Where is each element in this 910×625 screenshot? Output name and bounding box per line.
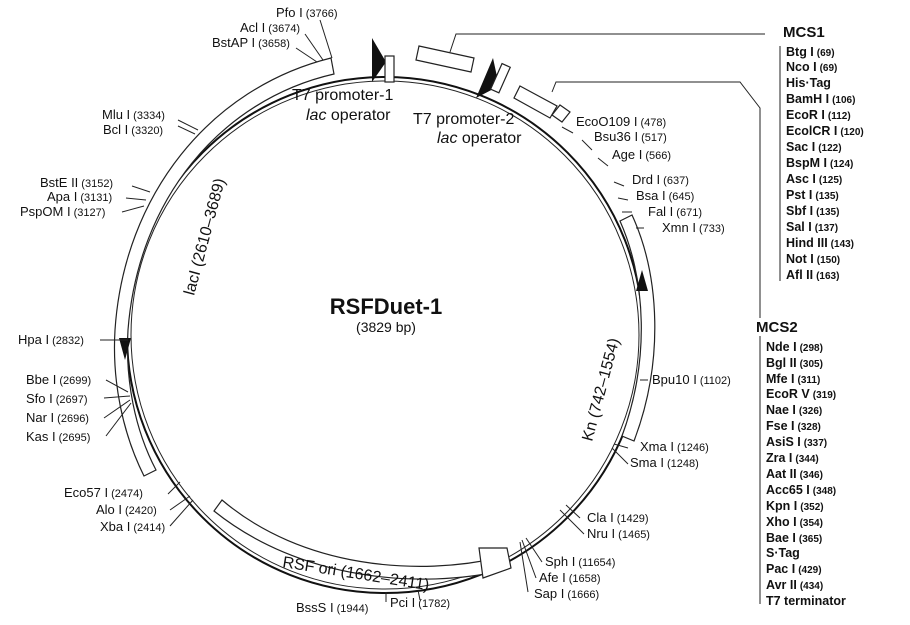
site-label: Xba I(2414) (100, 519, 165, 534)
promoter2-box (513, 85, 558, 119)
mcs2-item: Xho I(354) (766, 515, 823, 529)
mcs2-title: MCS2 (756, 319, 798, 336)
site-ticks (100, 19, 648, 602)
laci-arrow (119, 338, 131, 360)
t7-promoter-1-arrowhead (372, 38, 386, 82)
site-label: BstAP I(3658) (212, 35, 290, 50)
mcs1-item: Hind III(143) (786, 236, 854, 250)
mcs2-item: T7 terminator (766, 594, 846, 608)
mcs1-title: MCS1 (783, 24, 825, 41)
laci-feature-box (113, 57, 335, 477)
mcs2-item: Bgl II(305) (766, 356, 823, 370)
site-label: Eco57 I(2474) (64, 485, 143, 500)
site-label: Bbe I(2699) (26, 372, 91, 387)
mcs2-item: Fse I(328) (766, 419, 821, 433)
site-label: Age I(566) (612, 147, 671, 162)
site-label: Bsu36 I(517) (594, 129, 667, 144)
mcs1-item: Afl II(163) (786, 268, 839, 282)
lac-operator-2-label: lac operator (437, 130, 522, 147)
t7-promoter-1-label: T7 promoter-1 (292, 87, 393, 104)
mcs1-item: Not I(150) (786, 252, 840, 266)
mcs1-item: EcoR I(112) (786, 108, 851, 122)
mcs2-item: Pac I(429) (766, 562, 822, 576)
site-label: Sma I(1248) (630, 455, 699, 470)
mcs1-item: BamH I(106) (786, 92, 855, 106)
mcs1-item: Nco I(69) (786, 60, 837, 74)
site-labels: Pfo I(3766) Acl I(3674) BstAP I(3658) Ml… (18, 5, 731, 615)
mcs2-item: Nde I(298) (766, 340, 823, 354)
mcs2-item: Kpn I(352) (766, 499, 824, 513)
mcs2-list: Nde I(298) Bgl II(305) Mfe I(311) EcoR V… (766, 340, 846, 608)
site-label: Bsa I(645) (636, 188, 694, 203)
rsf-ori-arrow (478, 547, 512, 579)
kn-arrow (636, 270, 648, 291)
site-label: Sfo I(2697) (26, 391, 88, 406)
site-label: Xma I(1246) (640, 439, 709, 454)
mcs2-item: Zra I(344) (766, 451, 819, 465)
mcs1-item: Sac I(122) (786, 140, 842, 154)
site-label: Hpa I(2832) (18, 332, 84, 347)
mcs2-item: AsiS I(337) (766, 435, 827, 449)
mcs2-item: Avr II(434) (766, 578, 823, 592)
site-label: Bcl I(3320) (103, 122, 163, 137)
mcs2-item: S·Tag (766, 546, 800, 560)
site-label: Alo I(2420) (96, 502, 157, 517)
site-label: Nar I(2696) (26, 410, 89, 425)
site-label: Pfo I(3766) (276, 5, 338, 20)
mcs1-item: EcolCR I(120) (786, 124, 864, 138)
mcs1-item: Sbf I(135) (786, 204, 839, 218)
site-label: Acl I(3674) (240, 20, 300, 35)
mcs1-item: BspM I(124) (786, 156, 853, 170)
mcs2-item: EcoR V(319) (766, 387, 836, 401)
mcs1-item: Sal I(137) (786, 220, 838, 234)
site-label: Sph I(11654) (545, 554, 615, 569)
mcs2-item: Mfe I(311) (766, 372, 820, 386)
mcs2-box (551, 104, 571, 123)
mcs2-leader (551, 81, 761, 318)
plasmid-name: RSFDuet-1 (330, 294, 442, 319)
mcs1-item: Asc I(125) (786, 172, 842, 186)
lac-operator-1-label: lac operator (306, 107, 391, 124)
site-label: BssS I(1944) (296, 600, 368, 615)
site-label: BstE II(3152) (40, 175, 113, 190)
site-label: Kas I(2695) (26, 429, 90, 444)
mcs2-item: Bae I(365) (766, 531, 822, 545)
kn-feature-box (619, 214, 656, 442)
mcs1-leader (449, 33, 765, 53)
mcs1-item: Pst I(135) (786, 188, 839, 202)
site-label: Drd I(637) (632, 172, 689, 187)
site-label: Apa I(3131) (47, 189, 112, 204)
site-label: Sap I(1666) (534, 586, 599, 601)
mcs1-item: Btg I(69) (786, 45, 835, 59)
mcs1-list: Btg I(69) Nco I(69) His·Tag BamH I(106) … (786, 45, 864, 282)
site-label: Afe I(1658) (539, 570, 601, 585)
site-label: EcoO109 I(478) (576, 114, 666, 129)
promoter1-box (415, 45, 475, 73)
mcs2-item: Aat II(346) (766, 467, 823, 481)
t7-promoter-2-label: T7 promoter-2 (413, 111, 514, 128)
site-label: Xmn I(733) (662, 220, 725, 235)
laci-label: lacI (2610–3689) (181, 177, 229, 297)
lac-operator-1-box (384, 55, 395, 83)
mcs1-item: His·Tag (786, 76, 831, 90)
mcs2-item: Nae I(326) (766, 403, 822, 417)
site-label: Fal I(671) (648, 204, 702, 219)
lac-operator-2-box (489, 62, 512, 94)
kn-label: Kn (742–1554) (579, 336, 623, 443)
plasmid-size: (3829 bp) (356, 319, 416, 335)
site-label: Bpu10 I(1102) (652, 372, 731, 387)
site-label: Mlu I(3334) (102, 107, 165, 122)
mcs2-item: Acc65 I(348) (766, 483, 836, 497)
site-label: Cla I(1429) (587, 510, 649, 525)
site-label: Nru I(1465) (587, 526, 650, 541)
site-label: PspOM I(3127) (20, 204, 105, 219)
site-label: Pci I(1782) (390, 595, 450, 610)
